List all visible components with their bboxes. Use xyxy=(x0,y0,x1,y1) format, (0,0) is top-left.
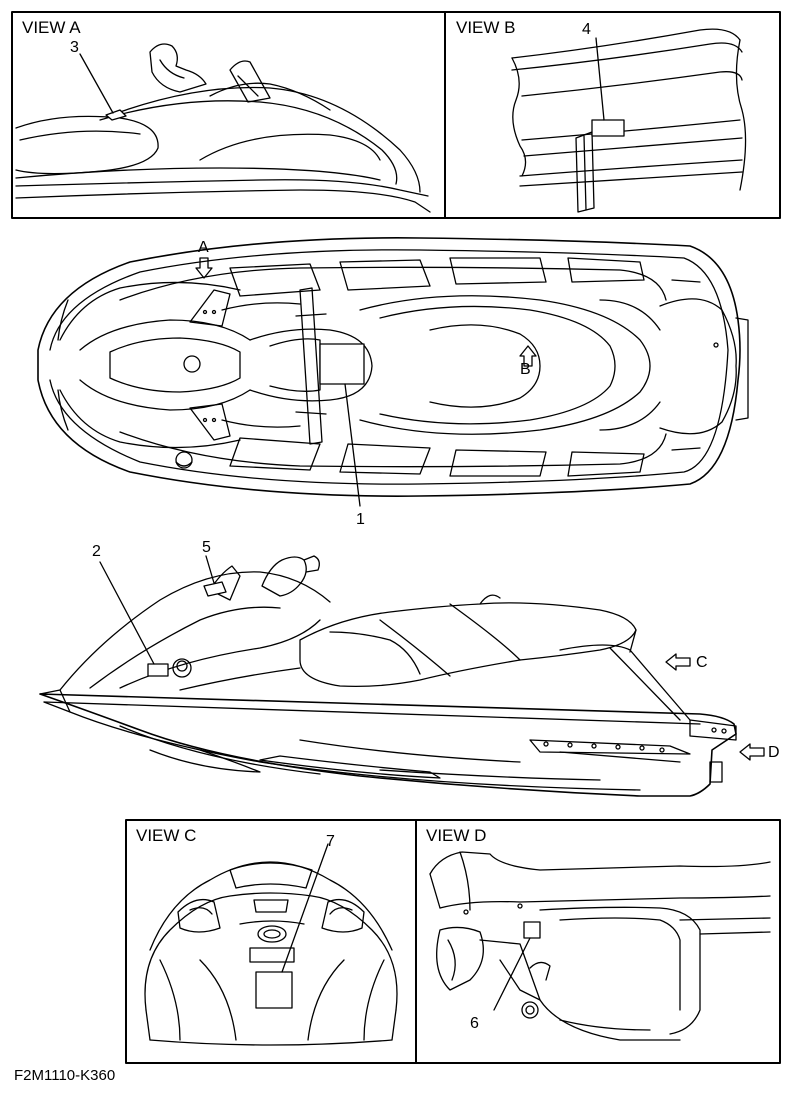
arrow-left-icon xyxy=(739,743,765,761)
arrow-a-label: A xyxy=(198,239,209,256)
view-a-panel xyxy=(11,11,446,219)
view-b-title: VIEW B xyxy=(456,18,516,37)
view-c-title: VIEW C xyxy=(136,826,197,845)
callout-5: 5 xyxy=(202,539,211,556)
top-view-watercraft xyxy=(37,237,749,507)
callout-2: 2 xyxy=(92,543,101,560)
drawing-code: F2M1110-K360 xyxy=(14,1067,116,1084)
arrow-down-icon xyxy=(195,257,213,279)
view-c-panel xyxy=(125,819,417,1064)
callout-7: 7 xyxy=(326,833,335,850)
callout-3: 3 xyxy=(70,39,79,56)
view-a-title: VIEW A xyxy=(22,18,81,37)
callout-1: 1 xyxy=(356,511,365,528)
callout-6: 6 xyxy=(470,1015,479,1032)
arrow-left-icon xyxy=(665,653,691,671)
callout-4: 4 xyxy=(582,21,591,38)
arrow-c-label: C xyxy=(696,654,708,671)
view-d-title: VIEW D xyxy=(426,826,487,845)
view-b-panel xyxy=(444,11,781,219)
arrow-d-label: D xyxy=(768,744,780,761)
arrow-up-icon xyxy=(519,345,537,367)
arrow-b-label: B xyxy=(520,361,531,378)
side-view-watercraft xyxy=(39,555,765,797)
view-d-panel xyxy=(415,819,781,1064)
